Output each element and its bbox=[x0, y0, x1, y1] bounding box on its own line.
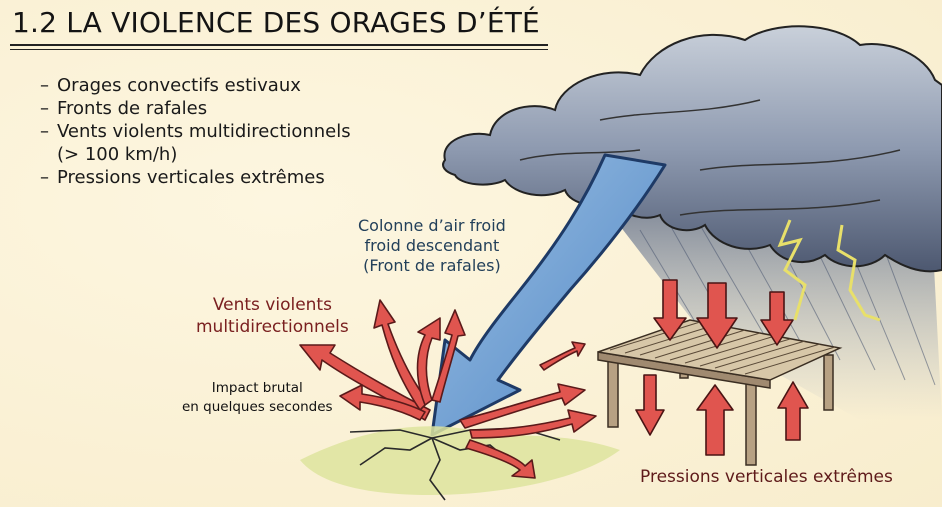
bullet-item: –Fronts de rafales bbox=[40, 98, 208, 119]
title-underline bbox=[10, 44, 548, 50]
violent-winds-label: Vents violents multidirectionnels bbox=[196, 295, 349, 337]
cracked-ground-icon bbox=[300, 426, 620, 501]
pressure-arrows-icon bbox=[635, 279, 809, 456]
vertical-pressure-label: Pressions verticales extrêmes bbox=[640, 467, 893, 487]
page-title: 1.2 LA VIOLENCE DES ORAGES D’ÉTÉ bbox=[12, 6, 540, 39]
cold-air-downdraft-arrow-icon bbox=[430, 153, 667, 437]
bullet-item: –Vents violents multidirectionnels(> 100… bbox=[40, 121, 351, 165]
storm-cloud-icon bbox=[442, 25, 942, 273]
lightning-icon bbox=[777, 219, 881, 322]
cold-air-column-label: Colonne d’air froid froid descendant (Fr… bbox=[358, 216, 506, 275]
wind-arrows-icon bbox=[299, 299, 597, 479]
bullet-item: –Pressions verticales extrêmes bbox=[40, 167, 325, 188]
pergola-structure-icon bbox=[597, 319, 843, 466]
bullet-item: –Orages convectifs estivaux bbox=[40, 75, 301, 96]
impact-label: Impact brutal en quelques secondes bbox=[182, 380, 333, 415]
bullet-list: –Orages convectifs estivaux –Fronts de r… bbox=[40, 74, 351, 189]
